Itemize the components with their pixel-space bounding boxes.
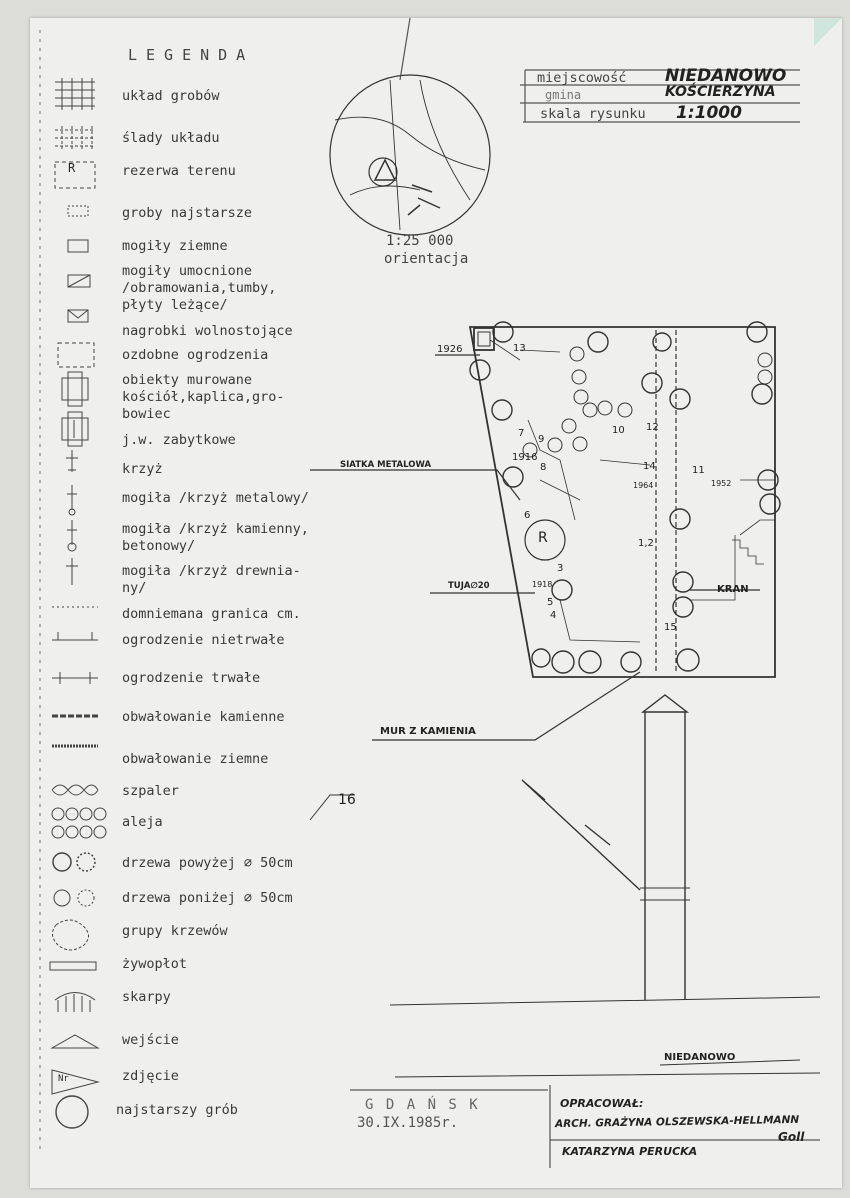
label-mur: MUR Z KAMIENIA: [380, 726, 476, 737]
label-3: 3: [557, 563, 564, 574]
signature: Goll: [778, 1130, 805, 1144]
commune-label: gmina: [545, 88, 582, 102]
locality-value: NIEDANOWO: [665, 66, 787, 86]
label-1918: 1918: [532, 580, 553, 589]
prepared-label: OPRACOWAŁ:: [560, 1097, 644, 1110]
commune-value: KOŚCIERZYNA: [665, 84, 776, 100]
label-6: 6: [524, 510, 531, 521]
footer-date: 30.IX.1985r.: [357, 1115, 459, 1131]
label-11: 11: [692, 465, 705, 476]
photo-glyph: Nr: [58, 1074, 69, 1084]
label-7: 7: [518, 428, 525, 439]
label-14: 14: [643, 461, 656, 472]
orientation-map-circle: [329, 74, 491, 236]
label-13: 13: [513, 343, 526, 354]
legend-title: LEGENDA: [128, 46, 255, 64]
footer-city: G D A Ń S K: [365, 1097, 480, 1113]
author-2: KATARZYNA PERUCKA: [562, 1145, 698, 1158]
orientation-scale: 1:25 000: [386, 233, 454, 249]
scale-value: 1:1000: [676, 103, 742, 123]
reserve-glyph: R: [68, 161, 76, 175]
label-1926: 1926: [437, 344, 463, 355]
label-1-2: 1,2: [638, 538, 654, 549]
locality-label: miejscowość: [537, 70, 627, 86]
label-1952: 1952: [711, 479, 732, 488]
label-tuja: TUJA∅20: [448, 581, 490, 591]
cemetery-boundary: [468, 326, 776, 678]
label-10: 10: [612, 425, 625, 436]
bottom-name: NIEDANOWO: [664, 1052, 736, 1063]
label-4: 4: [550, 610, 557, 621]
orientation-caption: orientacja: [384, 251, 469, 267]
document-sheet: [30, 18, 842, 1188]
label-1964: 1964: [633, 481, 654, 490]
label-5: 5: [547, 597, 554, 608]
scale-label: skala rysunku: [540, 106, 646, 122]
label-15: 15: [664, 622, 677, 633]
page-corner: [814, 18, 842, 46]
label-kran: KRAN: [717, 584, 749, 595]
label-siatka: SIATKA METALOWA: [340, 460, 432, 470]
label-1916: 1916: [512, 452, 538, 463]
label-12: 12: [646, 422, 659, 433]
label-reserve: R: [538, 530, 548, 546]
label-8: 8: [540, 462, 547, 473]
reserve-area: [524, 519, 566, 561]
photo-number: 16: [338, 792, 356, 808]
label-9: 9: [538, 434, 545, 445]
